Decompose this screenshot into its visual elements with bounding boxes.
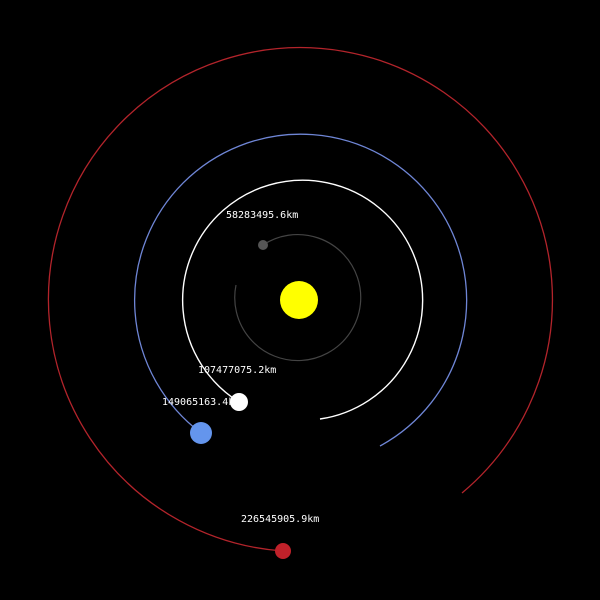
mars-orbit-trail — [47, 46, 554, 552]
mars-distance-label: 226545905.9km — [241, 514, 319, 525]
earth-distance-label: 149065163.4km — [162, 397, 240, 408]
earth-orbit-trail — [134, 133, 468, 447]
venus-planet[interactable] — [230, 393, 248, 411]
mercury-distance-label: 58283495.6km — [226, 210, 298, 221]
earth-planet[interactable] — [190, 422, 212, 444]
venus-orbit-trail — [181, 179, 424, 420]
sun — [280, 281, 318, 319]
mercury-planet[interactable] — [258, 240, 268, 250]
venus-distance-label: 107477075.2km — [198, 365, 276, 376]
mercury-orbit-trail — [234, 234, 362, 362]
mars-planet[interactable] — [275, 543, 291, 559]
